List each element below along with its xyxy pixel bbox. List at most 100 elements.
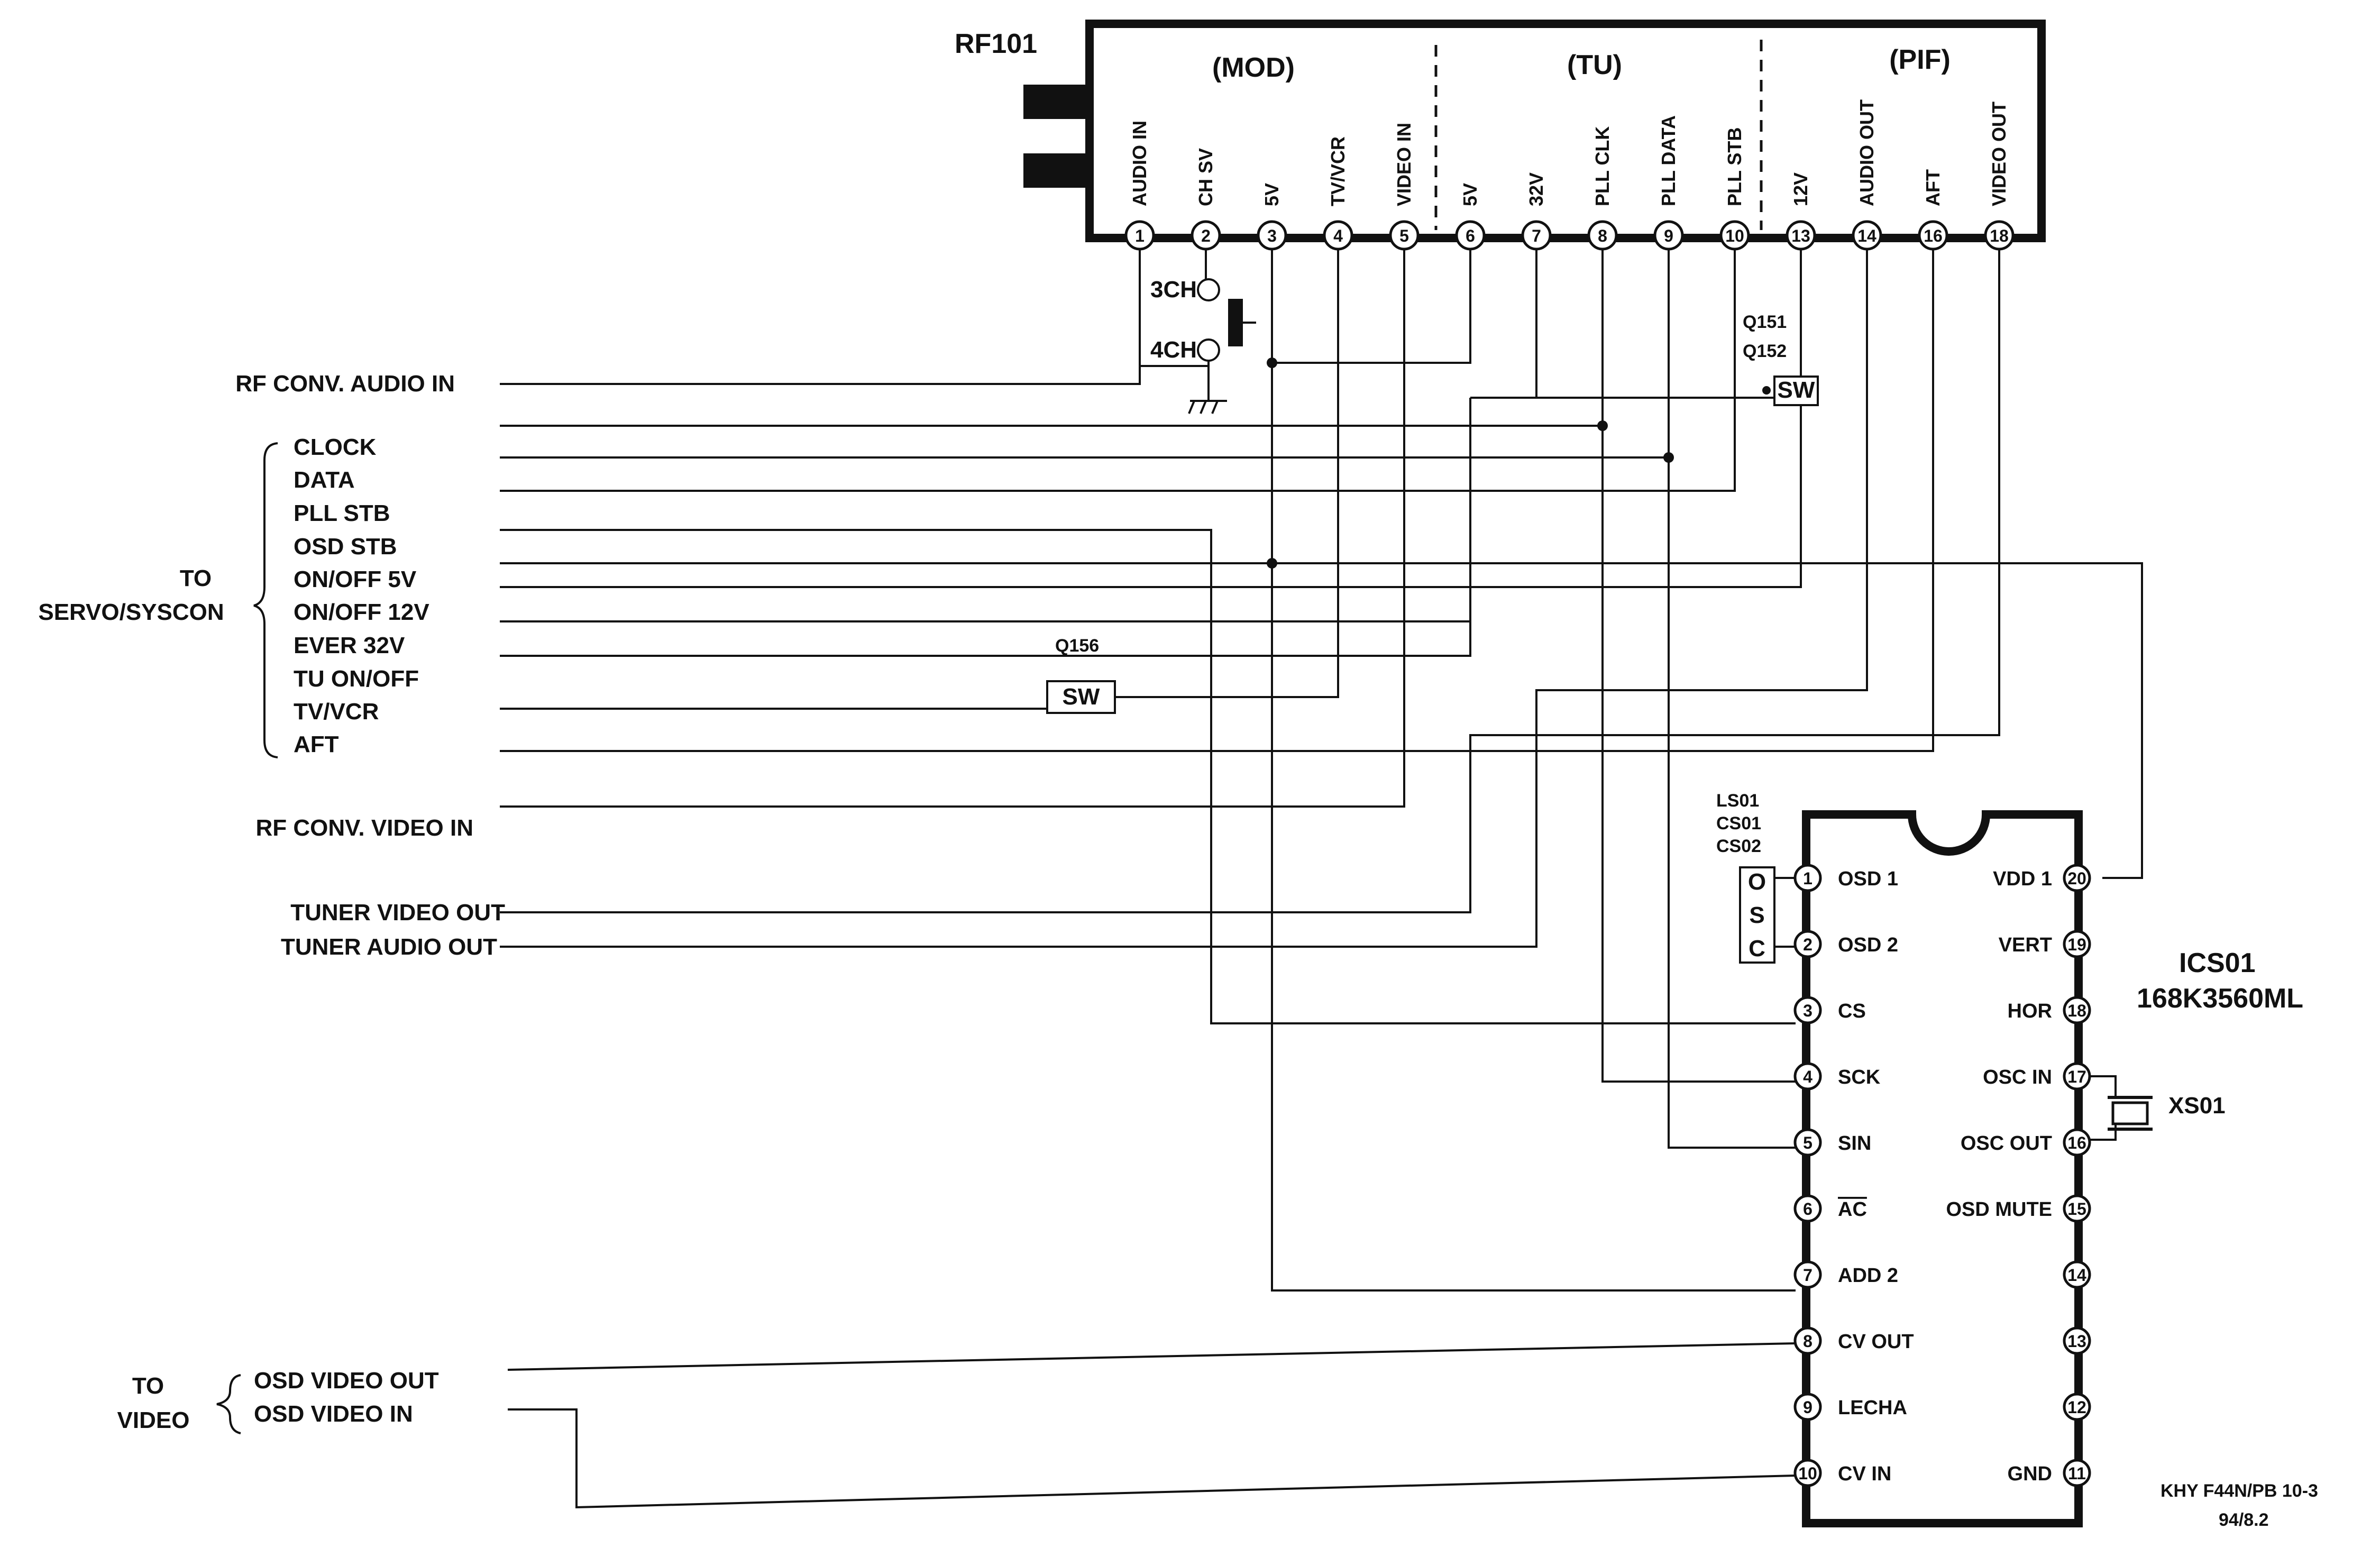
- rf101-pin-label: 32V: [1525, 172, 1547, 206]
- ic-pin-number: 12: [2067, 1398, 2086, 1417]
- ic-pin-circle: [1793, 1459, 1822, 1487]
- servo-signal-label: TU ON/OFF: [294, 666, 419, 692]
- ic-pin-number: 6: [1803, 1199, 1813, 1219]
- rf101-pin-number: 13: [1791, 226, 1810, 245]
- ic-pin-circle: [1793, 1062, 1822, 1091]
- sw-label-q156: SW: [1063, 684, 1100, 710]
- ic-body: [1802, 810, 2083, 1527]
- servo-group-title-2: SERVO/SYSCON: [38, 599, 224, 625]
- wire-pin4-tvvcr: [1115, 249, 1339, 698]
- servo-signal-label: EVER 32V: [294, 633, 405, 658]
- signal-labels: RF CONV. AUDIO IN TO SERVO/SYSCON CLOCKD…: [38, 371, 505, 1434]
- ic-pin-number: 9: [1803, 1398, 1813, 1417]
- wire-pin7-to-sw: [1535, 249, 1774, 399]
- ic-pin-circle: [2063, 1260, 2091, 1289]
- wire-pin3-to-add2: [1271, 249, 1796, 1292]
- rf101-pin-number: 6: [1466, 226, 1475, 245]
- slide-switch-actuator: [1228, 299, 1243, 346]
- ic-pin-label: AC: [1838, 1198, 1867, 1221]
- rf101-pin: 35V: [1257, 183, 1287, 251]
- ic-pin-number: 11: [2068, 1464, 2086, 1483]
- ic-pin-label: VDD 1: [1993, 868, 2052, 890]
- channel-switch: 3CH 4CH: [1150, 277, 1256, 414]
- q156-ref: Q156: [1055, 636, 1099, 656]
- ic-pin-label: VERT: [1999, 934, 2052, 956]
- ic-pin-number: 8: [1803, 1332, 1813, 1351]
- junctions: [1267, 358, 1771, 569]
- ic-pin-number: 4: [1803, 1067, 1813, 1086]
- ic-pin-number: 15: [2067, 1199, 2086, 1219]
- wiring: [500, 249, 2143, 1509]
- rf101-pin-number: 8: [1598, 226, 1607, 245]
- wire-pin6-5v: [1272, 249, 1471, 364]
- rf101-pin: 65V: [1455, 183, 1486, 251]
- switch-q151-q152: SW Q151 Q152: [1743, 312, 1819, 406]
- rf101-pin-number: 10: [1725, 226, 1744, 245]
- ic-pin-circle: [2063, 1459, 2091, 1487]
- rf101-module: RF101 (MOD) (TU) (PIF): [955, 20, 2046, 242]
- ic-pin-circle: [2063, 930, 2091, 958]
- label-tuner-video-out: TUNER VIDEO OUT: [290, 900, 505, 926]
- rf101-pin-label: 12V: [1790, 172, 1811, 206]
- lsc-box: [1739, 866, 1775, 964]
- ground-hatch-1: [1188, 400, 1195, 414]
- lsc-letter-s: S: [1749, 902, 1764, 928]
- rf101-pin-label: VIDEO OUT: [1988, 102, 2010, 206]
- rf101-pin: 13 12V: [1786, 172, 1816, 251]
- sw-box-q156: [1046, 680, 1116, 714]
- video-group-title-1: TO: [132, 1373, 164, 1399]
- label-tuner-audio-out: TUNER AUDIO OUT: [281, 934, 497, 960]
- servo-signal-label: PLL STB: [294, 500, 390, 526]
- wire-pll-stb: [500, 249, 1736, 492]
- sw-label-q151: SW: [1778, 377, 1815, 403]
- ic-pin-number: 16: [2067, 1133, 2086, 1152]
- wire-rf-audio-in: [500, 366, 1141, 385]
- servo-signal-label: DATA: [294, 467, 355, 493]
- section-mod: (MOD): [1212, 52, 1295, 83]
- rf101-pin-label: AFT: [1922, 169, 1944, 206]
- ic-pin-number: 3: [1803, 1001, 1813, 1020]
- crystal-label: XS01: [2168, 1093, 2226, 1119]
- footer-line2: 94/8.2: [2219, 1510, 2269, 1530]
- wire-pin8-to-sck: [1601, 249, 1796, 1083]
- ic-pin-circle: [2063, 1128, 2091, 1157]
- rf101-pin-label: 5V: [1261, 183, 1283, 206]
- rf101-pin-label: PLL STB: [1724, 127, 1745, 206]
- wire-osd-stb-to-cs: [500, 529, 1796, 1024]
- wire-osc-in: [2089, 1075, 2117, 1097]
- rf101-pin-number: 14: [1857, 226, 1876, 245]
- ic-pin-label: CV IN: [1838, 1463, 1891, 1485]
- ic-pin-circle: [1793, 1128, 1822, 1157]
- rf101-pin-number: 2: [1201, 226, 1211, 245]
- ch3-contact: [1197, 278, 1220, 301]
- ic-ref: ICS01: [2179, 948, 2256, 978]
- rf101-pin: 2 CH SV: [1191, 148, 1221, 251]
- ic-pin-label: GND: [2008, 1463, 2052, 1485]
- rf101-pin-number: 1: [1135, 226, 1145, 245]
- wire-osc-out: [2089, 1121, 2117, 1141]
- junction-data: [1663, 452, 1674, 463]
- wire-osd-video-in: [508, 1408, 1796, 1509]
- rf101-pin-label: CH SV: [1195, 148, 1216, 206]
- ic-pin-number: 17: [2067, 1067, 2086, 1086]
- wire-pin9-to-sin: [1668, 249, 1796, 1149]
- rf101-pin-number: 4: [1333, 226, 1343, 245]
- ic-ics01: ICS01 168K3560ML: [1802, 810, 2303, 1527]
- ic-pin-number: 2: [1803, 935, 1813, 954]
- servo-brace: [253, 442, 278, 758]
- servo-signal-label: CLOCK: [294, 434, 377, 460]
- rf-connector-upper: [1023, 85, 1090, 119]
- ch4-contact: [1197, 338, 1220, 362]
- ic-pin-number: 1: [1803, 869, 1813, 888]
